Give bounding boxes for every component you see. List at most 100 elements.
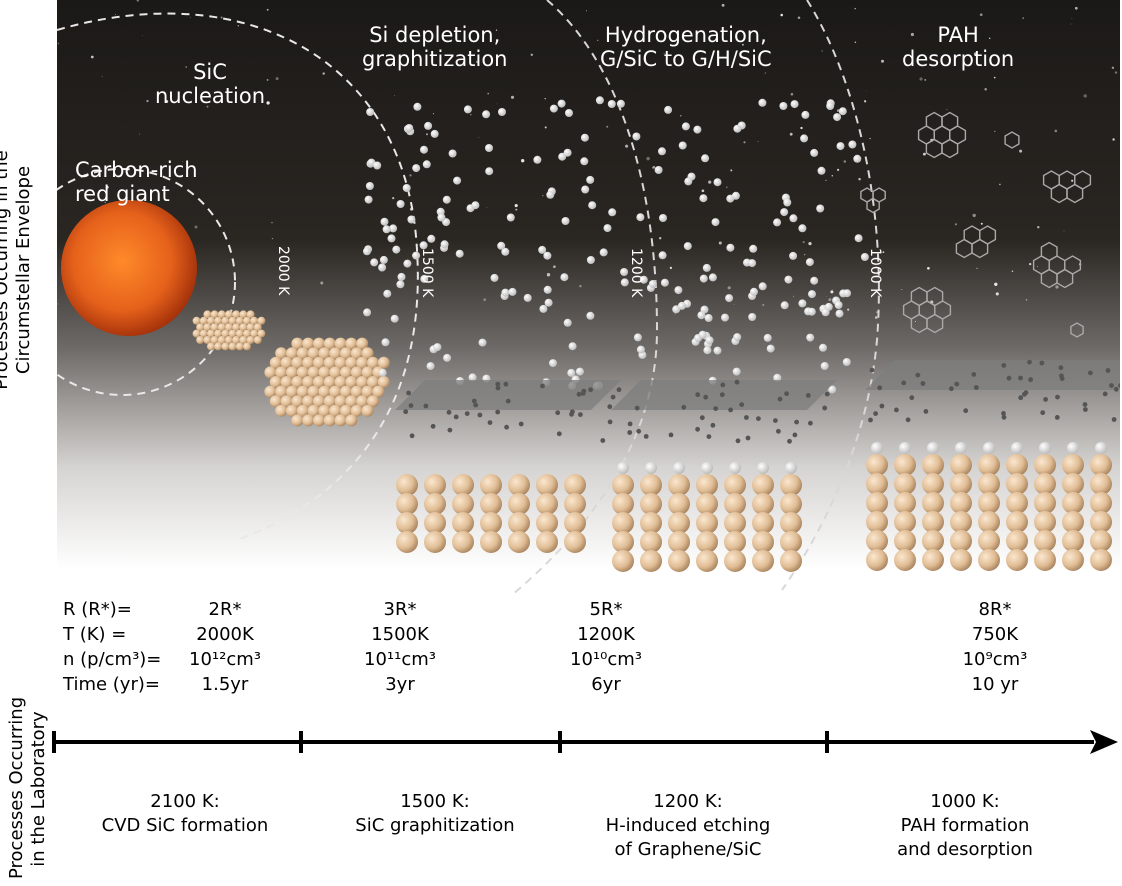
sic-atom bbox=[922, 530, 944, 552]
sic-atom bbox=[894, 511, 916, 533]
sic-atom bbox=[668, 531, 690, 553]
hydrogen-atom bbox=[485, 167, 494, 176]
background-star bbox=[483, 298, 487, 302]
sic-atom bbox=[1006, 549, 1028, 571]
sic-atom bbox=[508, 512, 530, 534]
sic-atom bbox=[345, 395, 358, 408]
hydrogen-atom bbox=[378, 263, 387, 272]
hydrogen-atom bbox=[580, 133, 589, 142]
carbon-atom bbox=[643, 434, 649, 439]
hydrogen-atom bbox=[616, 99, 625, 108]
background-star bbox=[803, 253, 806, 256]
sic-atom bbox=[452, 512, 474, 534]
carbon-atom bbox=[607, 404, 613, 410]
sic-atom bbox=[313, 414, 325, 427]
hydrogen-atom bbox=[835, 309, 844, 318]
hydrogen-atom bbox=[726, 243, 735, 252]
hydrogen-atom bbox=[382, 225, 391, 234]
sic-atom bbox=[922, 549, 944, 571]
hydrogen-atom bbox=[848, 140, 857, 149]
background-star bbox=[843, 160, 847, 163]
sic-atom bbox=[264, 385, 277, 398]
hydrogen-atom bbox=[780, 208, 789, 217]
background-star bbox=[976, 267, 978, 269]
background-star bbox=[182, 161, 184, 162]
sic-atom bbox=[564, 493, 586, 515]
hydrogen-atom bbox=[490, 273, 499, 282]
sic-atom bbox=[207, 329, 215, 338]
hydrogen-atom bbox=[826, 102, 835, 110]
sic-atom bbox=[221, 329, 230, 338]
param-column-5r: 5R* 1200K 10¹⁰cm³ 6yr bbox=[570, 599, 642, 695]
sic-atom bbox=[452, 493, 474, 515]
hydrogen-atom bbox=[684, 177, 693, 186]
carbon-atom bbox=[873, 411, 878, 416]
background-star bbox=[104, 201, 106, 204]
hydrogen-atom bbox=[440, 240, 449, 249]
sic-atom bbox=[480, 531, 502, 553]
hydrogen-atoms bbox=[363, 96, 869, 394]
background-star bbox=[90, 55, 94, 59]
sic-atom bbox=[752, 512, 774, 534]
background-star bbox=[57, 42, 60, 45]
hydrogen-atom bbox=[816, 204, 825, 213]
hydrogen-atom bbox=[568, 342, 577, 351]
carbon-atom bbox=[581, 388, 587, 394]
sic-atom bbox=[243, 316, 251, 325]
sic-atom bbox=[239, 323, 248, 332]
carbon-atom bbox=[403, 409, 409, 415]
hydrogen-atom bbox=[853, 154, 862, 163]
background-star bbox=[495, 29, 498, 31]
sic-atom bbox=[334, 337, 347, 350]
hydrogen-atom bbox=[789, 251, 798, 260]
background-star bbox=[275, 77, 279, 81]
sic-atom bbox=[1062, 530, 1084, 552]
background-star bbox=[237, 25, 239, 27]
background-star bbox=[909, 56, 911, 57]
sic-atom bbox=[291, 337, 304, 350]
hydrogen-atom bbox=[699, 274, 708, 283]
background-star bbox=[606, 125, 609, 128]
background-star bbox=[1071, 18, 1073, 20]
sic-atom bbox=[480, 512, 502, 534]
sic-atom bbox=[922, 454, 944, 476]
background-star bbox=[320, 281, 324, 285]
background-star bbox=[922, 152, 926, 156]
sic-atom bbox=[210, 323, 219, 332]
sic-atom bbox=[696, 531, 718, 553]
background-star bbox=[1019, 149, 1023, 153]
background-star bbox=[436, 25, 439, 27]
hydrogen-atom bbox=[820, 362, 829, 370]
carbon-atom bbox=[610, 394, 616, 400]
background-star bbox=[919, 77, 923, 81]
hydrogen-atom bbox=[833, 113, 842, 122]
carbon-atom bbox=[430, 423, 436, 429]
sic-atom bbox=[296, 404, 309, 417]
hydrogen-atom bbox=[636, 345, 645, 354]
timeline-tick bbox=[52, 731, 56, 753]
sic-atom bbox=[866, 454, 888, 476]
sic-atom bbox=[668, 512, 690, 534]
background-star bbox=[220, 16, 223, 19]
sic-atom bbox=[296, 347, 309, 360]
hydrogen-atom bbox=[1011, 442, 1023, 454]
carbon-atom bbox=[915, 372, 921, 378]
sic-atom bbox=[780, 493, 802, 515]
sic-atom bbox=[313, 356, 325, 369]
background-star bbox=[652, 165, 656, 169]
background-star bbox=[994, 130, 996, 133]
carbon-atom bbox=[569, 411, 574, 417]
sic-atom bbox=[225, 336, 233, 344]
sic-atom bbox=[356, 337, 369, 350]
hydrogen-atom bbox=[539, 304, 548, 313]
background-star bbox=[586, 10, 588, 12]
sic-atom bbox=[350, 404, 363, 417]
hydrogen-atom bbox=[468, 373, 477, 382]
sic-atom bbox=[894, 549, 916, 571]
background-star bbox=[927, 266, 930, 270]
timeline-axis bbox=[54, 740, 1094, 744]
